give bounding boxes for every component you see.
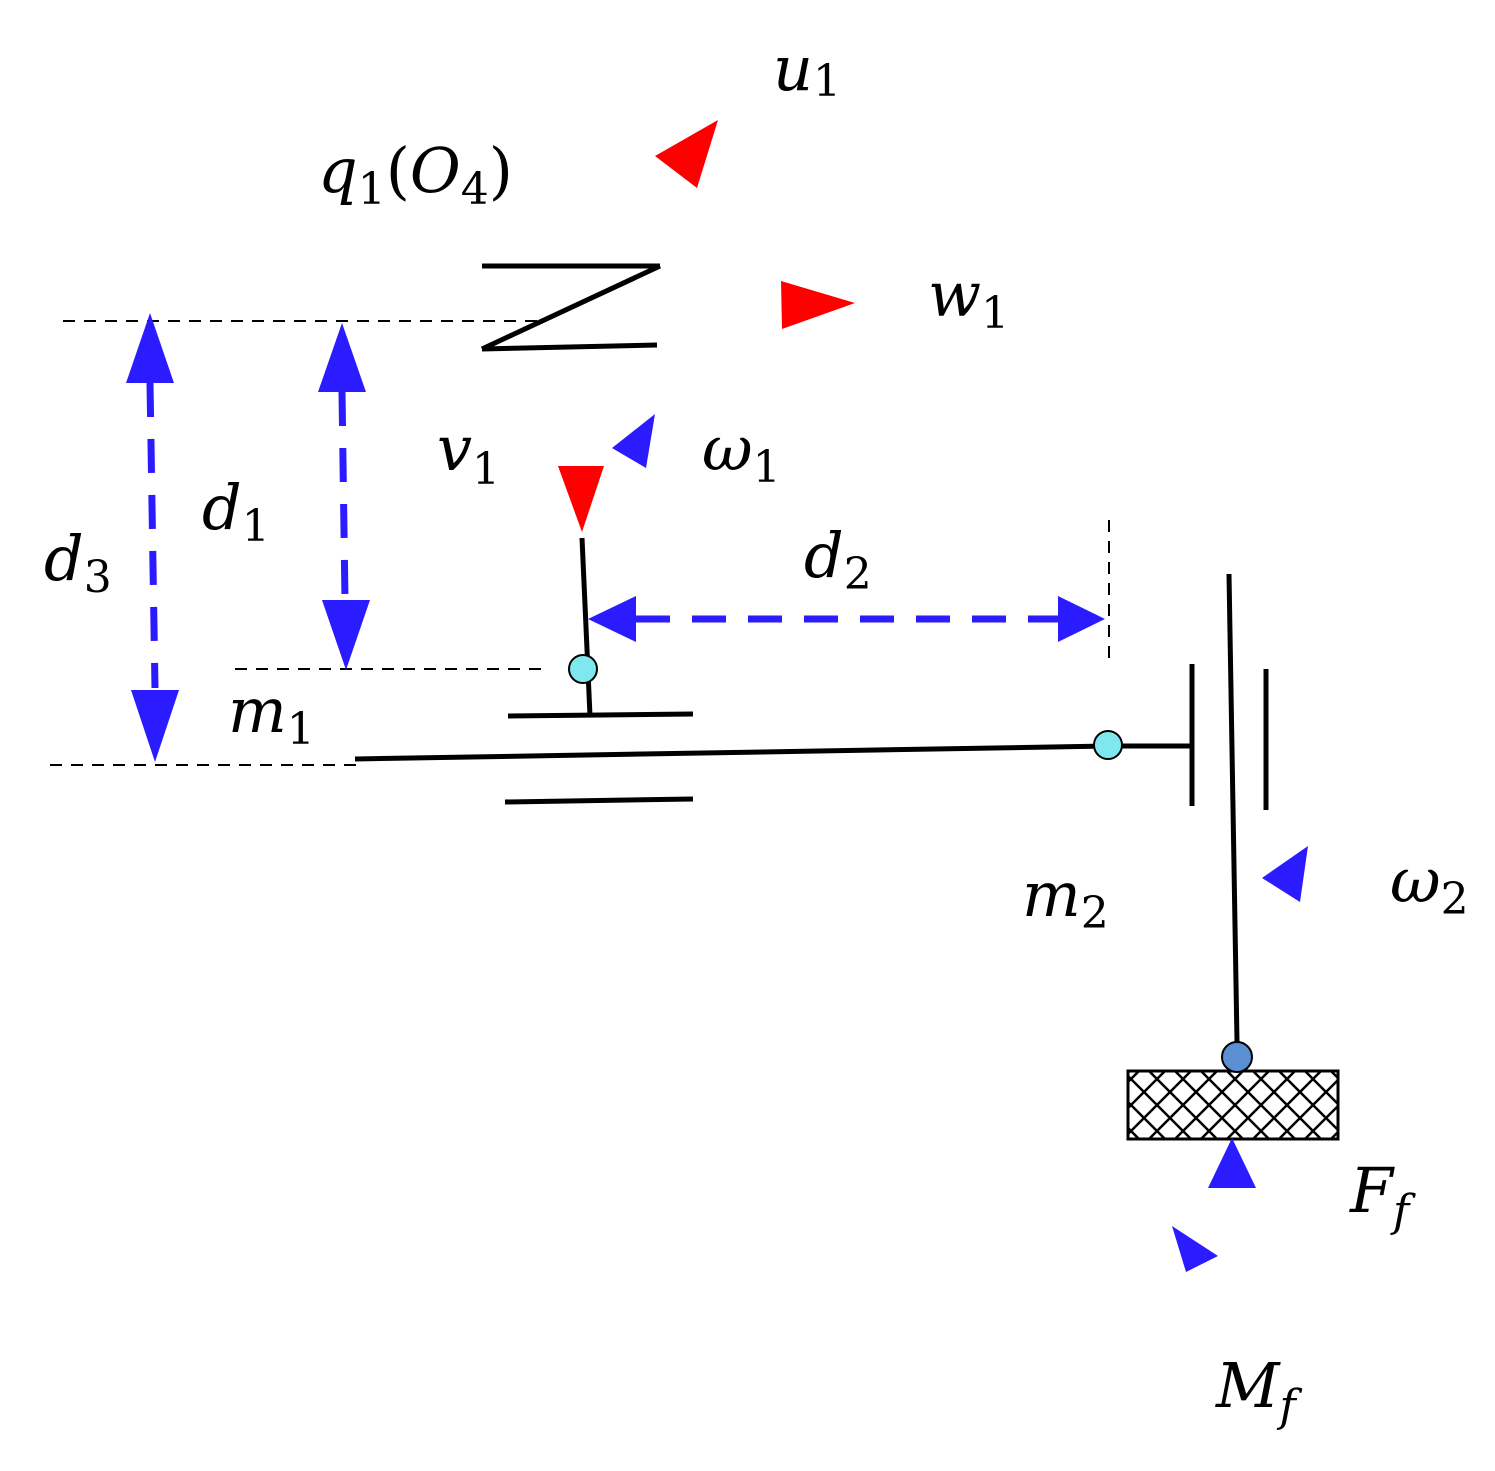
ground-block [1126, 1069, 1340, 1141]
vertical-shaft-2 [1226, 573, 1240, 1043]
label-omega2: ω2 [1390, 844, 1469, 925]
vertical-link-1 [579, 537, 593, 717]
label-d2: d2 [804, 519, 872, 600]
label-d3: d3 [44, 522, 112, 603]
label-d1: d1 [202, 471, 270, 552]
joint-arm-end [1093, 730, 1123, 760]
frame-axis-u1 [576, 157, 690, 305]
mechanism-links [354, 537, 1269, 1043]
label-omega1: ω1 [702, 412, 781, 493]
dimension-d3 [126, 313, 179, 762]
slider-rail-bottom [504, 796, 694, 805]
label-m1: m1 [228, 674, 315, 755]
joint-m1-top [568, 654, 598, 684]
force-arrow-Ff [1208, 1138, 1256, 1188]
frame-arrowhead-u1 [655, 120, 718, 188]
rotation-arrow-omega1 [612, 414, 655, 468]
frame-arrowhead-w1 [781, 281, 855, 329]
dimension-d1 [318, 323, 370, 670]
slider-rail-top [507, 711, 694, 719]
frame-axis-v1 [576, 310, 580, 480]
moment-arrow-Mf [1172, 1226, 1218, 1272]
dimension-d2 [588, 596, 1105, 642]
frame-arrowhead-v1 [558, 466, 604, 532]
label-m2: m2 [1022, 858, 1109, 939]
joint-base [1221, 1041, 1253, 1073]
rotation-arrow-omega2 [1262, 846, 1308, 902]
reference-lines [50, 320, 1110, 766]
frame-axis-w1 [576, 305, 800, 310]
label-w1: w1 [928, 258, 1009, 339]
label-Ff: Ff [1349, 1154, 1416, 1237]
label-u1: u1 [773, 32, 841, 107]
local-frame [558, 120, 855, 532]
upper-joint-symbol [480, 263, 662, 352]
label-q1-O4: q1(O4) [318, 134, 513, 215]
label-Mf: Mf [1215, 1349, 1302, 1432]
horizontal-arm [354, 743, 1109, 762]
label-v1: v1 [437, 412, 500, 495]
